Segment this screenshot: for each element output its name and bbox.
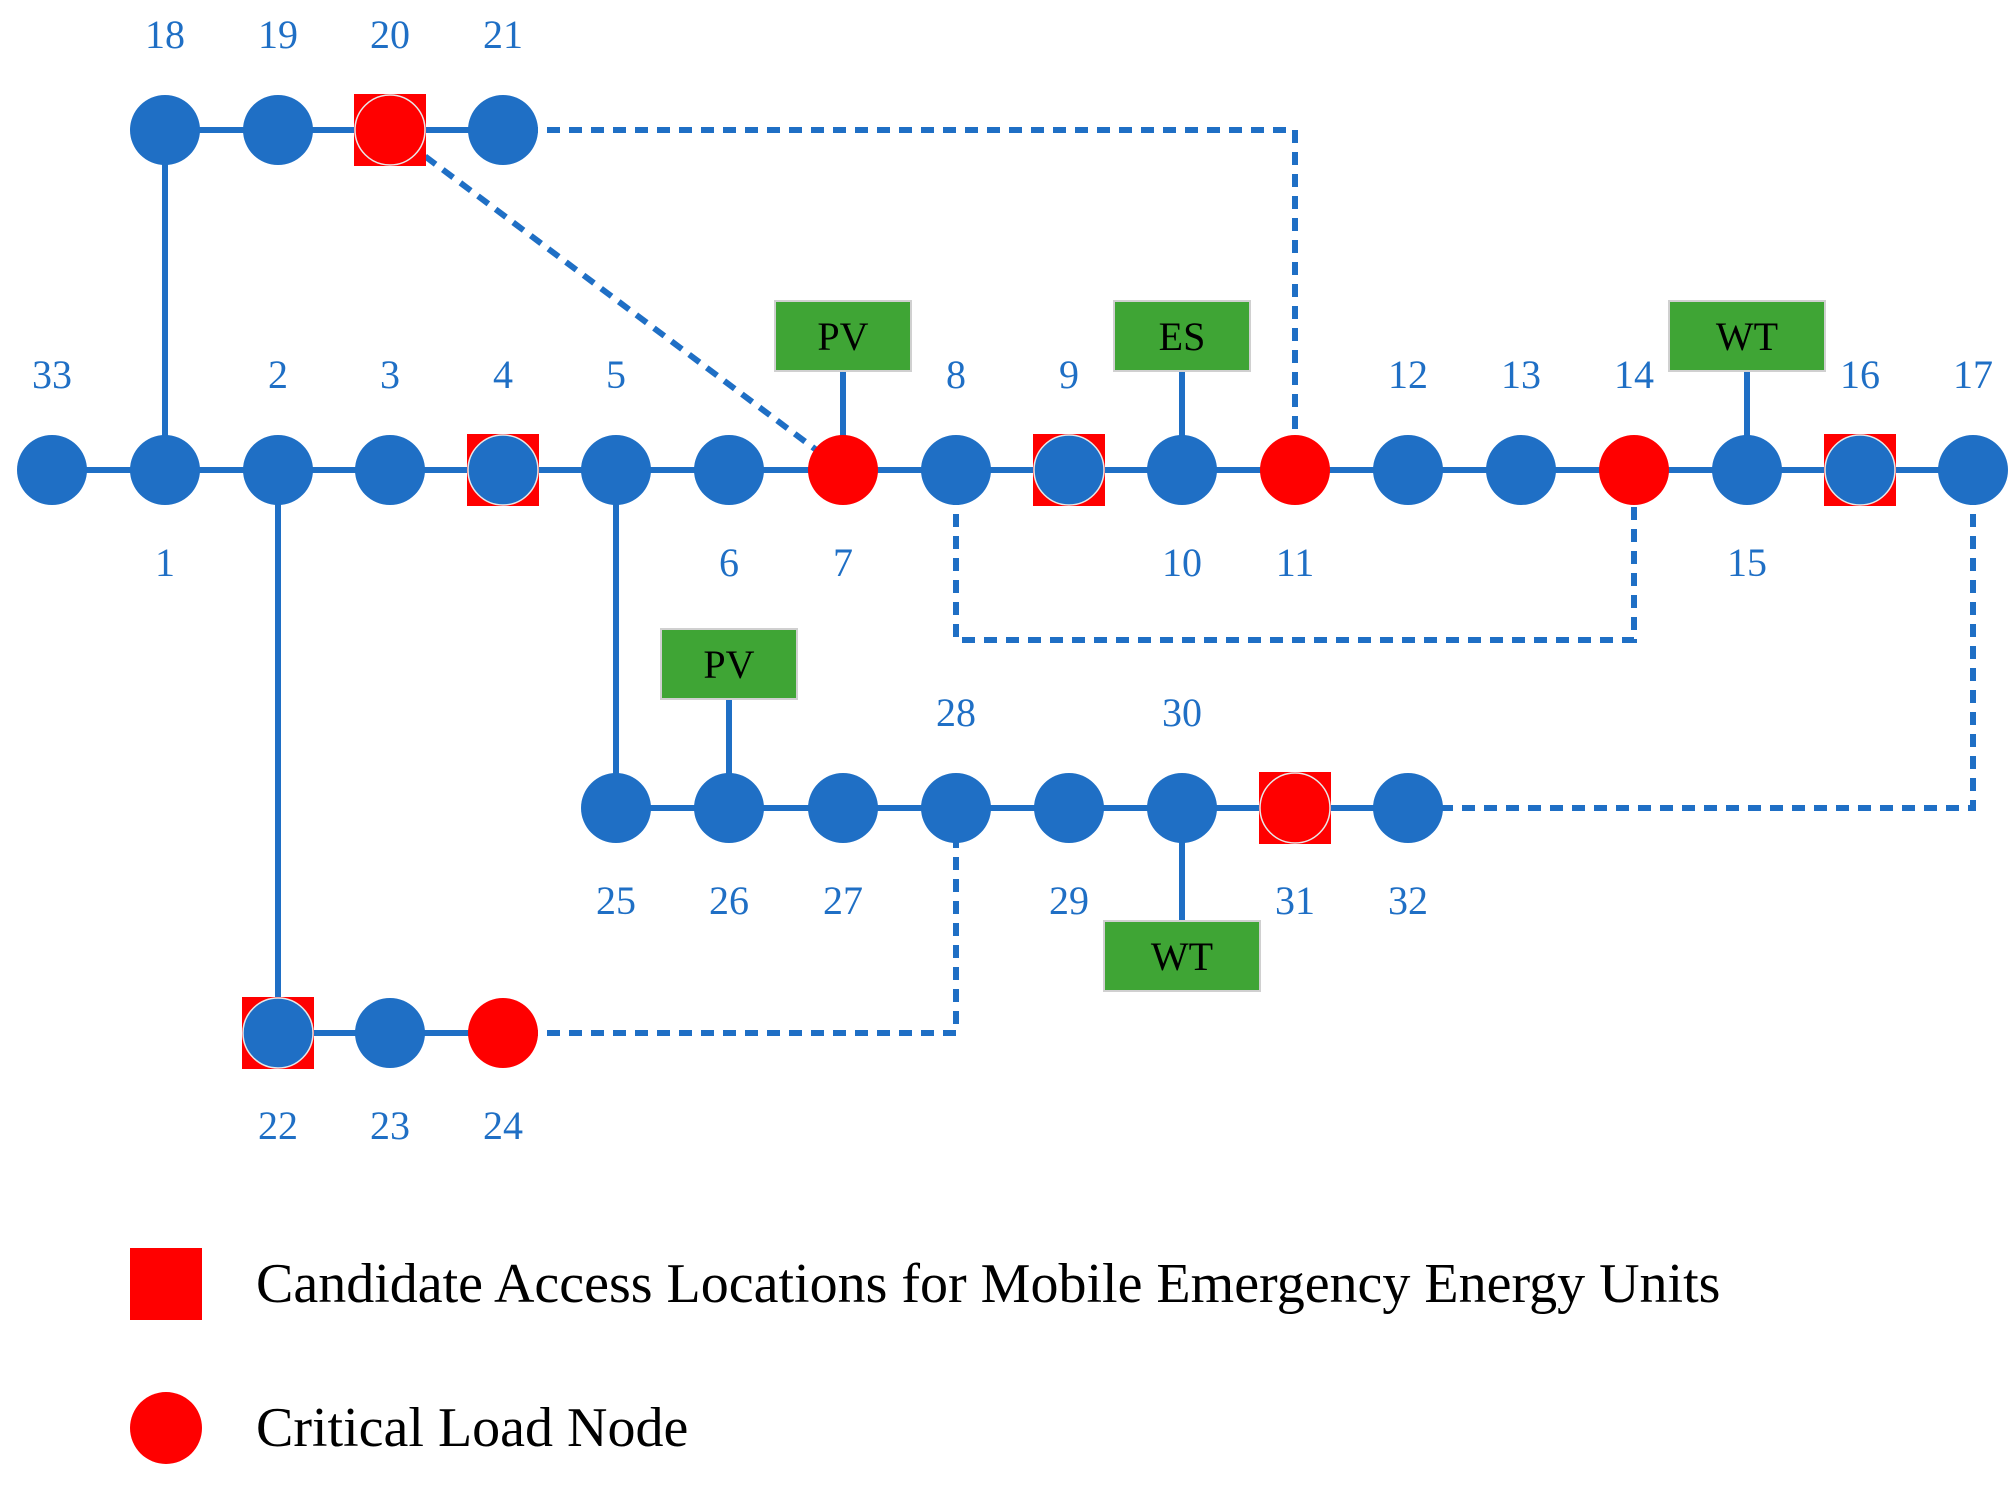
bus-label-11: 11 — [1276, 540, 1315, 585]
bus-label-32: 32 — [1388, 878, 1428, 923]
bus-label-19: 19 — [258, 12, 298, 57]
bus-label-18: 18 — [145, 12, 185, 57]
bus-label-29: 29 — [1049, 878, 1089, 923]
bus-label-14: 14 — [1614, 352, 1654, 397]
bus-node-1 — [130, 435, 200, 505]
bus-node-20 — [354, 94, 426, 166]
tie-line-17-32 — [1408, 470, 1976, 811]
bus-node-25 — [581, 773, 651, 843]
generator-label-wt-15: WT — [1716, 314, 1778, 359]
generator-label-es-10: ES — [1159, 314, 1206, 359]
bus-label-30: 30 — [1162, 690, 1202, 735]
bus-node-26 — [694, 773, 764, 843]
bus-node-16 — [1824, 434, 1896, 506]
bus-node-27 — [808, 773, 878, 843]
bus-label-12: 12 — [1388, 352, 1428, 397]
bus-node-11 — [1260, 435, 1330, 505]
bus-node-21 — [468, 95, 538, 165]
generators: PV ES WT PV WT — [660, 300, 1826, 992]
bus-label-28: 28 — [936, 690, 976, 735]
bus-label-3: 3 — [380, 352, 400, 397]
generator-box-wt-15 — [1668, 300, 1826, 372]
bus-node-29 — [1034, 773, 1104, 843]
legend-critical-label: Critical Load Node — [256, 1397, 688, 1459]
bus-label-17: 17 — [1953, 352, 1993, 397]
bus-label-26: 26 — [709, 878, 749, 923]
legend: Candidate Access Locations for Mobile Em… — [130, 1248, 1720, 1464]
bus-node-30 — [1147, 773, 1217, 843]
bus-label-31: 31 — [1275, 878, 1315, 923]
legend-critical-symbol — [130, 1392, 202, 1464]
bus-label-22: 22 — [258, 1103, 298, 1148]
bus-label-2: 2 — [268, 352, 288, 397]
bus-node-6 — [694, 435, 764, 505]
legend-candidate-symbol — [130, 1248, 202, 1320]
bus-label-21: 21 — [483, 12, 523, 57]
bus-label-16: 16 — [1840, 352, 1880, 397]
bus-node-7 — [808, 435, 878, 505]
bus-node-22 — [242, 997, 314, 1069]
bus-label-8: 8 — [946, 352, 966, 397]
bus-label-25: 25 — [596, 878, 636, 923]
bus-node-28 — [921, 773, 991, 843]
generator-box-wt-30 — [1103, 920, 1261, 992]
bus-node-19 — [243, 95, 313, 165]
bus-node-3 — [355, 435, 425, 505]
bus-node-24 — [468, 998, 538, 1068]
bus-label-24: 24 — [483, 1103, 523, 1148]
bus-node-5 — [581, 435, 651, 505]
bus-label-13: 13 — [1501, 352, 1541, 397]
generator-label-pv-26: PV — [703, 642, 754, 687]
tie-line-8-14 — [953, 470, 1637, 643]
tie-lines — [388, 127, 1976, 1036]
bus-label-4: 4 — [493, 352, 513, 397]
generator-box-pv-7 — [774, 300, 912, 372]
bus-node-17 — [1938, 435, 2008, 505]
bus-node-10 — [1147, 435, 1217, 505]
tie-line-24-28 — [503, 808, 959, 1036]
generator-box-pv-26 — [660, 628, 798, 700]
bus-node-33 — [17, 435, 87, 505]
nodes — [17, 94, 2008, 1069]
bus-node-32 — [1373, 773, 1443, 843]
bus-label-7: 7 — [833, 540, 853, 585]
bus-label-20: 20 — [370, 12, 410, 57]
bus-label-15: 15 — [1727, 540, 1767, 585]
tie-line-21-11 — [503, 127, 1298, 470]
bus-node-8 — [921, 435, 991, 505]
bus-node-23 — [355, 998, 425, 1068]
bus-label-5: 5 — [606, 352, 626, 397]
bus-node-12 — [1373, 435, 1443, 505]
bus-node-18 — [130, 95, 200, 165]
bus-label-6: 6 — [719, 540, 739, 585]
bus-node-15 — [1712, 435, 1782, 505]
bus-node-13 — [1486, 435, 1556, 505]
bus-label-33: 33 — [32, 352, 72, 397]
generator-label-pv-7: PV — [817, 314, 868, 359]
branches — [52, 127, 1973, 1036]
generator-box-es-10 — [1113, 300, 1251, 372]
legend-candidate-label: Candidate Access Locations for Mobile Em… — [256, 1253, 1720, 1315]
bus-label-1: 1 — [155, 540, 175, 585]
bus-label-9: 9 — [1059, 352, 1079, 397]
bus-node-9 — [1033, 434, 1105, 506]
bus-node-31 — [1259, 772, 1331, 844]
bus-node-2 — [243, 435, 313, 505]
bus-label-27: 27 — [823, 878, 863, 923]
bus-label-10: 10 — [1162, 540, 1202, 585]
bus-node-4 — [467, 434, 539, 506]
bus-label-23: 23 — [370, 1103, 410, 1148]
bus-node-14 — [1599, 435, 1669, 505]
generator-label-wt-30: WT — [1151, 934, 1213, 979]
tie-line-20-7 — [388, 127, 845, 473]
